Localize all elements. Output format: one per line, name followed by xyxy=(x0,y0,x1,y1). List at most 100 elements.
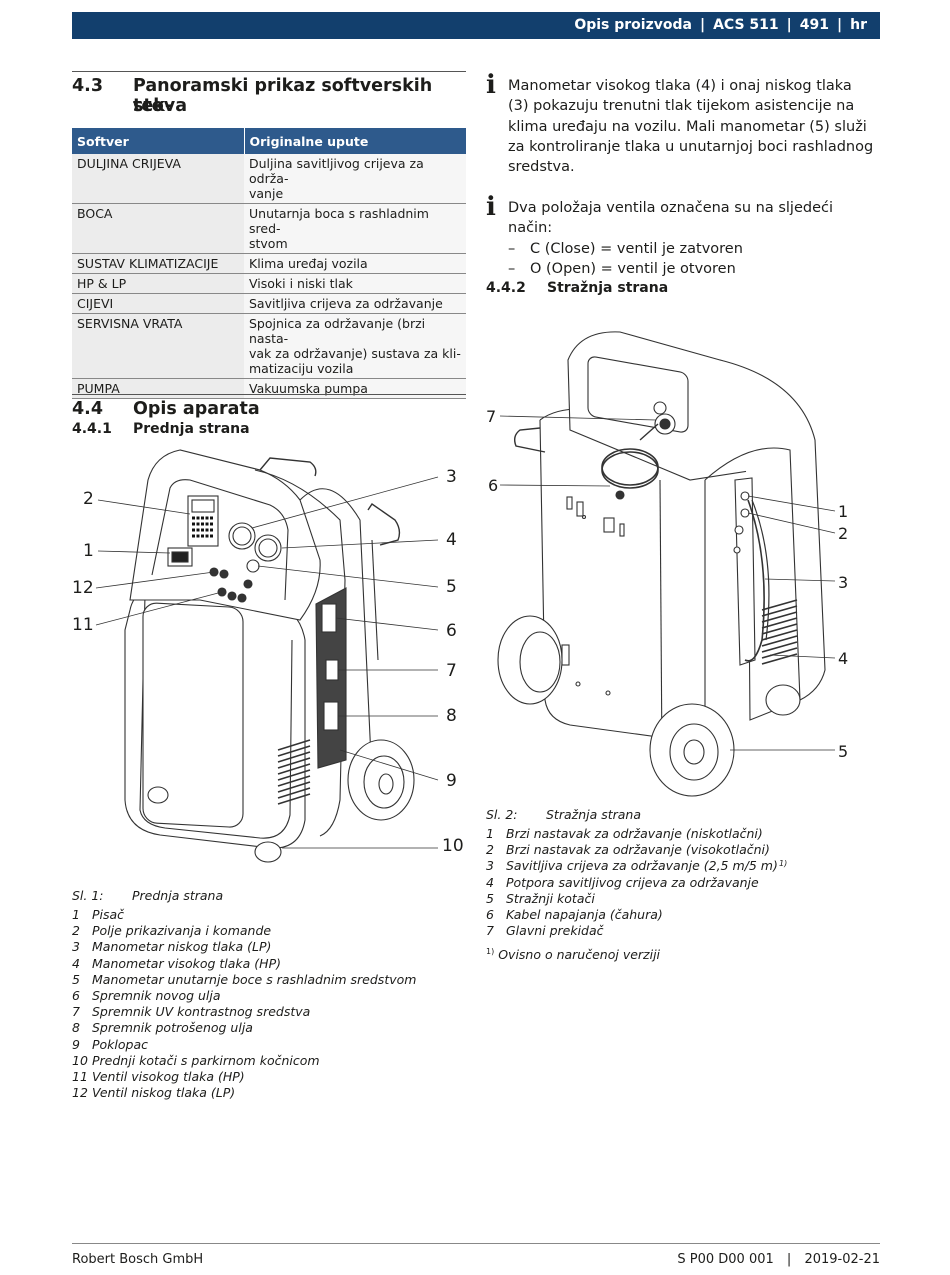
cell-line: Duljina savitljivog crijeva za održa- xyxy=(249,156,424,186)
item-text: Manometar niskog tlaka (LP) xyxy=(92,939,272,955)
item-text: Ventil visokog tlaka (HP) xyxy=(92,1068,245,1084)
callout-4: 4 xyxy=(838,649,848,668)
callout-4: 4 xyxy=(446,530,457,550)
item-text: Pisač xyxy=(92,907,125,922)
original-term-cell: Visoki i niski tlak xyxy=(244,273,466,294)
item-number: 1 xyxy=(486,826,494,841)
list-item-text: C (Close) = ventil je zatvoren xyxy=(530,240,743,257)
item-text: Manometar unutarnje boce s rashladnim sr… xyxy=(92,971,417,987)
footer-doc-number: S P00 D00 001 xyxy=(677,1252,774,1267)
note-gauges: Manometar visokog tlaka (4) i onaj nisko… xyxy=(508,76,880,177)
item-number: 10 xyxy=(72,1052,88,1068)
figure-1-caption: Sl. 1: Prednja strana xyxy=(72,888,223,903)
section-4-4-2-heading: 4.4.2 Stražnja strana xyxy=(486,280,880,300)
subsection-title: Prednja strana xyxy=(133,421,250,437)
software-term-cell: PUMPA xyxy=(72,378,244,399)
cell-line: matizaciju vozila xyxy=(249,361,354,376)
callout-3: 3 xyxy=(838,573,848,592)
list-item: – C (Close) = ventil je zatvoren xyxy=(508,239,880,259)
callout-5: 5 xyxy=(446,577,457,597)
subsection-title: Stražnja strana xyxy=(547,280,669,296)
section-4-4-1-heading: 4.4.1 Prednja strana xyxy=(72,421,466,441)
item-text: Prednji kotači s parkirnom kočnicom xyxy=(92,1052,320,1068)
note-line: Manometar visokog tlaka (4) i onaj nisko… xyxy=(508,78,852,94)
software-term-cell: BOCA xyxy=(72,203,244,254)
list-item: 7 Glavni prekidač xyxy=(486,923,880,939)
list-item-text: O (Open) = ventil je otvoren xyxy=(530,260,736,277)
callout-6: 6 xyxy=(488,476,498,495)
software-term-cell: SERVISNA VRATA xyxy=(72,313,244,379)
callout-11: 11 xyxy=(72,615,94,635)
figure-label: Sl. 1: xyxy=(72,888,104,903)
item-number: 7 xyxy=(486,923,494,939)
item-text: Kabel napajanja (čahura) xyxy=(506,906,663,922)
section-number: 4.4 xyxy=(72,399,104,419)
callout-3: 3 xyxy=(446,467,457,487)
item-text: Spremnik UV kontrastnog sredstva xyxy=(92,1004,311,1020)
section-4-4-heading: 4.4 Opis aparata xyxy=(72,399,466,421)
dash-bullet: – xyxy=(508,260,516,277)
figure-2-caption: Sl. 2: Stražnja strana xyxy=(486,807,641,822)
list-item: 7 Spremnik UV kontrastnog sredstva xyxy=(72,1004,466,1020)
footnote: 1) Ovisno o naručenoj verziji xyxy=(486,947,660,962)
cell-line: Klima uređaj vozila xyxy=(249,256,368,271)
item-text: Ventil niskog tlaka (LP) xyxy=(92,1085,236,1101)
callout-7: 7 xyxy=(486,407,496,426)
dash-bullet: – xyxy=(508,240,516,257)
item-number: 5 xyxy=(486,890,494,906)
info-icon: ℹ xyxy=(486,70,496,100)
note-valve-positions: Dva položaja ventila označena su na slje… xyxy=(508,198,880,279)
note-line: za kontroliranje tlaka u unutarnjoj boci… xyxy=(508,138,874,155)
item-text: Glavni prekidač xyxy=(506,923,604,939)
table-row: PUMPA Vakuumska pumpa xyxy=(72,378,466,399)
item-number: 2 xyxy=(486,842,494,858)
note-line: klima uređaju na vozilu. Mali manometar … xyxy=(508,118,867,135)
callout-1: 1 xyxy=(83,541,94,561)
software-term-cell: DULJINA CRIJEVA xyxy=(72,154,244,204)
header-section: Opis proizvoda xyxy=(574,17,692,33)
list-item: 5 Manometar unutarnje boce s rashladnim s… xyxy=(72,972,466,988)
callout-9: 9 xyxy=(446,771,457,791)
table-header-cell: Softver xyxy=(72,128,245,154)
item-text: Potpora savitljivog crijeva za održavanj… xyxy=(506,874,759,890)
callout-10: 10 xyxy=(442,836,464,856)
software-term-cell: SUSTAV KLIMATIZACIJE xyxy=(72,253,244,274)
section-number: 4.3 xyxy=(72,76,104,96)
table-header-cell: Originalne upute xyxy=(244,128,466,154)
list-item: 2 Brzi nastavak za održavanje (visokotlač… xyxy=(486,842,880,858)
item-number: 11 xyxy=(72,1068,88,1084)
section-rule xyxy=(72,394,466,395)
cell-line: Savitljiva crijeva za održavanje xyxy=(249,296,443,311)
figure-title: Prednja strana xyxy=(132,888,224,903)
item-text: Spremnik novog ulja xyxy=(92,987,221,1003)
table-row: SUSTAV KLIMATIZACIJE Klima uređaj vozila xyxy=(72,253,466,274)
item-number: 9 xyxy=(72,1036,80,1052)
item-number: 7 xyxy=(72,1004,80,1020)
subsection-number: 4.4.1 xyxy=(72,421,112,437)
item-number: 5 xyxy=(72,971,80,987)
original-term-cell: Savitljiva crijeva za održavanje xyxy=(244,293,466,314)
software-terms-table: Softver Originalne upute DULJINA CRIJEVA… xyxy=(72,128,466,399)
item-text: Brzi nastavak za održavanje (visokotlačn… xyxy=(506,842,770,858)
figure-title: Stražnja strana xyxy=(546,807,642,822)
section-rule xyxy=(72,71,466,72)
item-text: Poklopac xyxy=(92,1036,149,1052)
cell-line: Unutarnja boca s rashladnim sred- xyxy=(249,206,429,236)
header-page: 491 xyxy=(799,17,829,33)
item-text: Savitljiva crijeva za održavanje (2,5 m/… xyxy=(506,858,778,874)
cell-line: Vakuumska pumpa xyxy=(249,381,368,396)
front-view-illustration: 2 1 12 11 3 4 5 6 7 8 9 10 xyxy=(72,449,464,863)
callout-2: 2 xyxy=(838,524,848,543)
